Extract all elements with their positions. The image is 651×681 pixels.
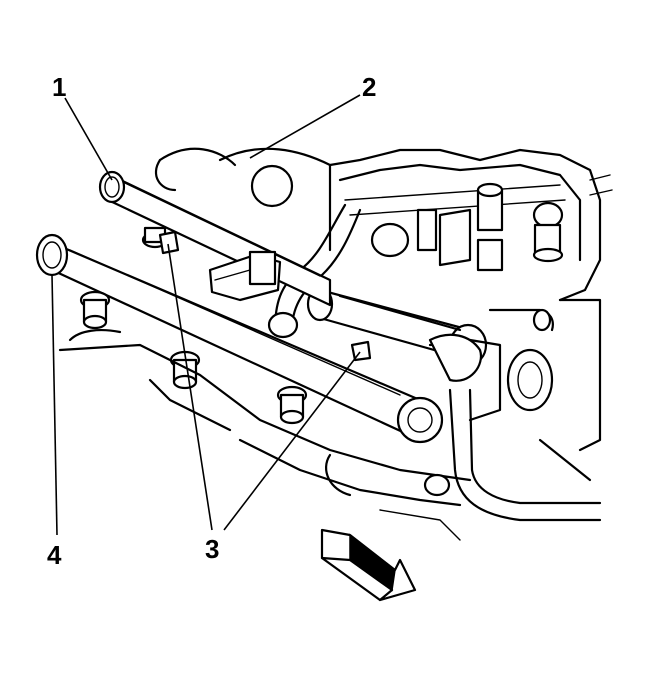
leader-3b [223,351,361,531]
injector [276,385,308,425]
valve-cover-boss [250,164,564,272]
leader-2 [249,94,361,159]
fuel-rail-clips [158,230,372,362]
intake-hose [267,203,362,339]
callout-labels: 1 2 3 4 [47,72,376,570]
leader-lines [51,94,361,536]
leader-4 [51,274,58,536]
callout-2: 2 [362,72,376,102]
engine-block-background [154,147,613,302]
intake-manifold [58,329,472,541]
callout-3: 3 [205,534,219,564]
coolant-pipe [428,298,602,522]
callout-4: 4 [47,540,62,570]
injector [79,290,111,330]
fuel-pressure-connector [208,250,282,302]
callout-1: 1 [52,72,66,102]
front-arrow-icon [320,528,417,602]
leader-3a [167,243,213,531]
fuel-rail-lower [35,233,444,444]
leader-1 [64,97,113,181]
